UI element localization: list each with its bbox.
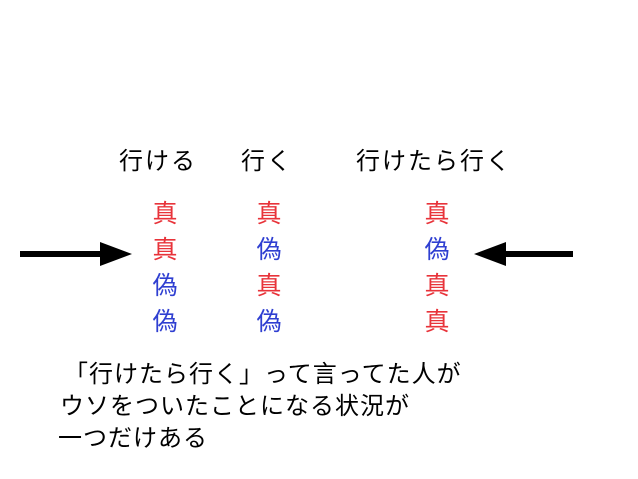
column-ikeru: 真 真 偽 偽 <box>145 196 185 340</box>
cell-value: 偽 <box>152 271 178 300</box>
cell-value: 真 <box>152 199 178 228</box>
cell-value: 偽 <box>152 307 178 336</box>
right-arrow-icon <box>20 242 132 266</box>
cell-value: 偽 <box>256 307 282 336</box>
cell-value: 真 <box>152 235 178 264</box>
conclusion-line: 一つだけある <box>58 424 208 452</box>
conclusion-line: ウソをついたことになる状況が <box>60 392 410 420</box>
column-iketara-iku: 真 偽 真 真 <box>417 196 457 340</box>
conclusion-text: 「行けたら行く」って言ってた人が ウソをついたことになる状況が 一つだけある <box>58 358 618 454</box>
column-iku: 真 偽 真 偽 <box>249 196 289 340</box>
cell-value: 偽 <box>256 235 282 264</box>
header-ikeru: 行ける <box>119 147 197 175</box>
header-iketara-iku: 行けたら行く <box>356 147 512 175</box>
cell-value: 真 <box>424 271 450 300</box>
cell-value: 真 <box>256 199 282 228</box>
header-iku: 行く <box>241 147 293 175</box>
cell-value: 真 <box>424 199 450 228</box>
conclusion-line: 「行けたら行く」って言ってた人が <box>64 360 462 388</box>
cell-value: 真 <box>424 307 450 336</box>
left-arrow-icon <box>474 242 573 266</box>
cell-value: 偽 <box>424 235 450 264</box>
cell-value: 真 <box>256 271 282 300</box>
